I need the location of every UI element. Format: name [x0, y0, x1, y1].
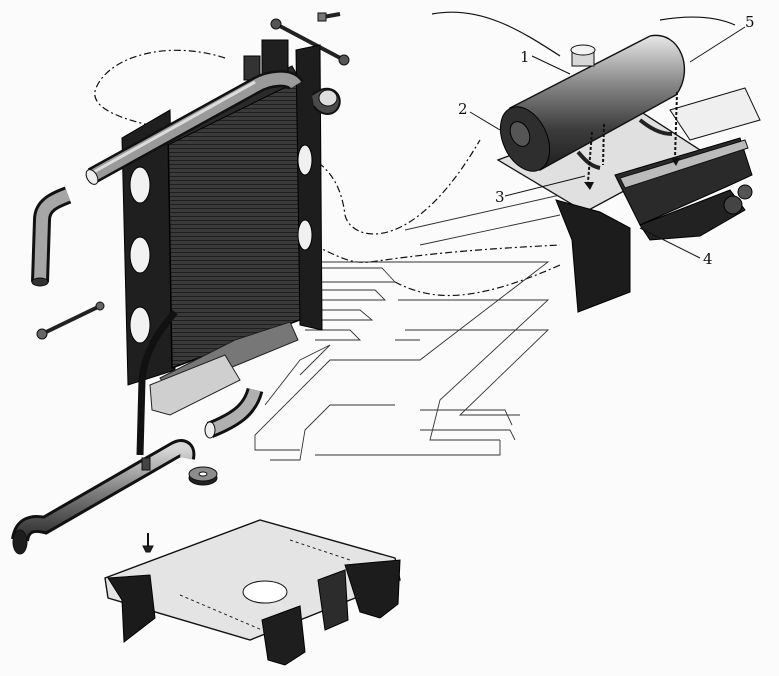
hose-curve-top-right	[659, 16, 736, 26]
callout-5: 5	[745, 13, 755, 31]
upper-elbow-hose	[311, 87, 341, 115]
route-line-lower	[394, 264, 561, 297]
lower-long-pipe	[11, 439, 196, 555]
tie-rod-left	[36, 301, 105, 340]
route-line-middle	[299, 239, 561, 263]
lower-mounting-bracket	[104, 519, 401, 666]
tie-rod-top	[270, 12, 350, 66]
small-fitting	[141, 457, 151, 471]
leader-lines	[469, 26, 746, 259]
callout-1: 1	[520, 48, 530, 66]
drain-hose	[136, 309, 178, 456]
callout-4: 4	[703, 250, 713, 268]
callout-2: 2	[458, 100, 468, 118]
mounting-bolt	[142, 533, 154, 553]
left-elbow-hose	[31, 186, 72, 287]
expansion-tank-assembly	[496, 34, 761, 313]
rubber-spacer	[188, 466, 218, 486]
hose-curve-top	[431, 11, 561, 57]
callout-3: 3	[495, 188, 505, 206]
chassis-outline	[254, 194, 561, 461]
lower-short-elbow	[204, 387, 264, 439]
upper-radiator-pipe	[85, 70, 304, 185]
